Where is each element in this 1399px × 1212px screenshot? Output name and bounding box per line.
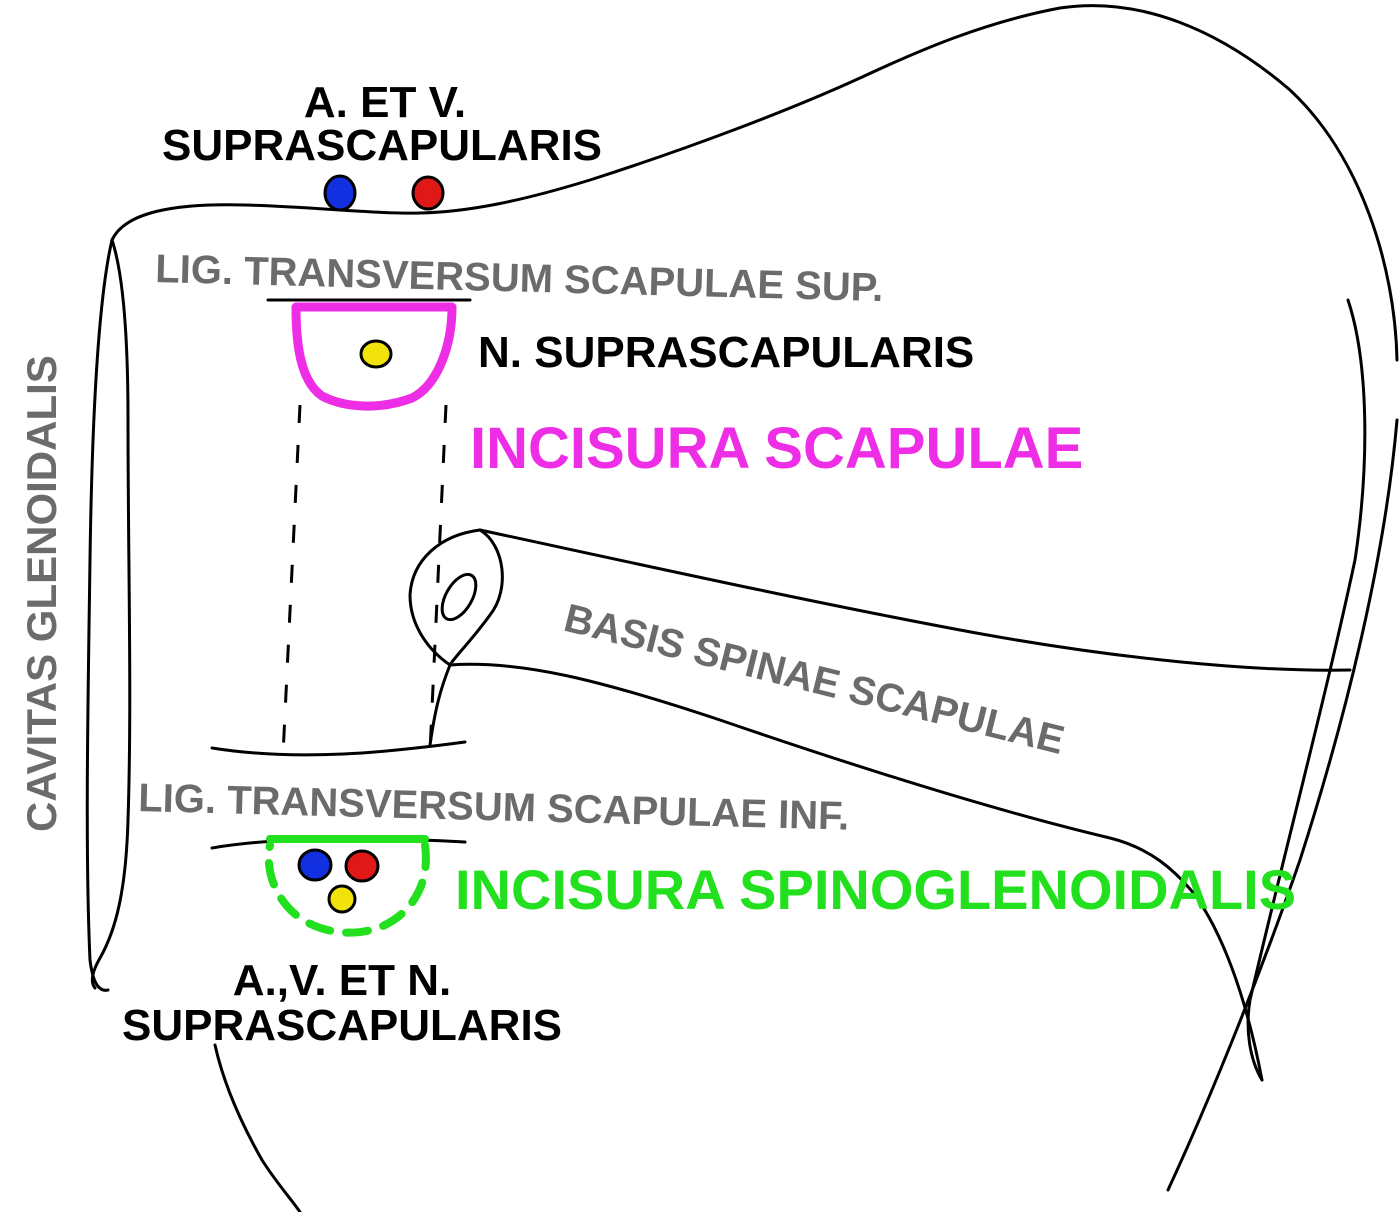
label-basis-spinae-scapulae: BASIS SPINAE SCAPULAE [560, 596, 1069, 763]
label-lig-transversum-sup: LIG. TRANSVERSUM SCAPULAE SUP. [155, 247, 884, 310]
label-av-suprascapularis-line2: SUPRASCAPULARIS [162, 121, 602, 170]
label-incisura-spinoglenoidalis: INCISURA SPINOGLENOIDALIS [455, 858, 1296, 921]
scapula-bottom-edge [215, 1045, 300, 1212]
lig-inf-curve [212, 742, 465, 755]
label-incisura-scapulae: INCISURA SCAPULAE [470, 416, 1083, 481]
scapula-right-edge [1168, 420, 1397, 1190]
label-avn-suprascapularis-line1: A.,V. ET N. [233, 956, 451, 1005]
label-cavitas-glenoidalis: CAVITAS GLENOIDALIS [18, 355, 65, 832]
nerve-dot-lower [329, 886, 355, 912]
label-avn-suprascapularis-line2: SUPRASCAPULARIS [122, 1001, 562, 1050]
label-n-suprascapularis: N. SUPRASCAPULARIS [478, 328, 974, 377]
vein-dot-lower [299, 850, 331, 880]
spine-foramen [435, 569, 483, 625]
label-lig-transversum-inf: LIG. TRANSVERSUM SCAPULAE INF. [138, 776, 850, 839]
nerve-dot-upper [361, 341, 391, 367]
artery-dot-upper [413, 177, 443, 209]
dashed-connectors [283, 405, 446, 755]
vein-dot-upper [325, 176, 355, 210]
glenoid-rim [87, 240, 130, 990]
label-av-suprascapularis-line1: A. ET V. [304, 78, 466, 127]
artery-dot-lower [346, 851, 378, 881]
